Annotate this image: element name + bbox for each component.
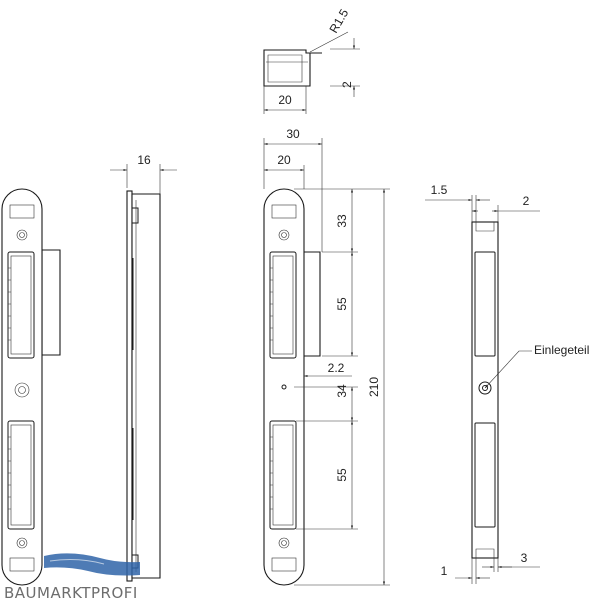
- label-insert-part: Einlegeteil: [534, 343, 589, 357]
- dim-top-radius: R1.5: [326, 6, 351, 35]
- dim-front-offset: 2.2: [328, 361, 345, 375]
- dim-right-bottom-a: 1: [441, 564, 448, 578]
- side-view: [110, 164, 177, 582]
- dim-front-total-height: 210: [367, 377, 381, 397]
- top-section-view: [263, 31, 360, 114]
- dim-side-depth: 16: [137, 153, 151, 167]
- dim-top-height: 2: [340, 81, 354, 88]
- dim-right-bottom-b: 3: [521, 551, 528, 565]
- dim-right-width-a: 1.5: [431, 183, 448, 197]
- watermark-brand: BAUMARKTPROFI: [4, 584, 138, 600]
- dim-front-seg-lower: 55: [335, 468, 349, 482]
- dim-top-width: 20: [278, 93, 292, 107]
- center-front-view: [263, 138, 390, 586]
- watermark-logo: [44, 553, 140, 576]
- dim-front-plate-width: 20: [277, 153, 291, 167]
- dim-right-width-b: 2: [523, 194, 530, 208]
- dim-front-seg-top: 33: [335, 214, 349, 228]
- dim-front-seg-mid: 34: [335, 384, 349, 398]
- dim-front-overall-width: 30: [286, 127, 300, 141]
- dim-front-seg-upper: 55: [335, 297, 349, 311]
- right-front-view: [425, 195, 540, 584]
- left-front-view: [1, 188, 61, 586]
